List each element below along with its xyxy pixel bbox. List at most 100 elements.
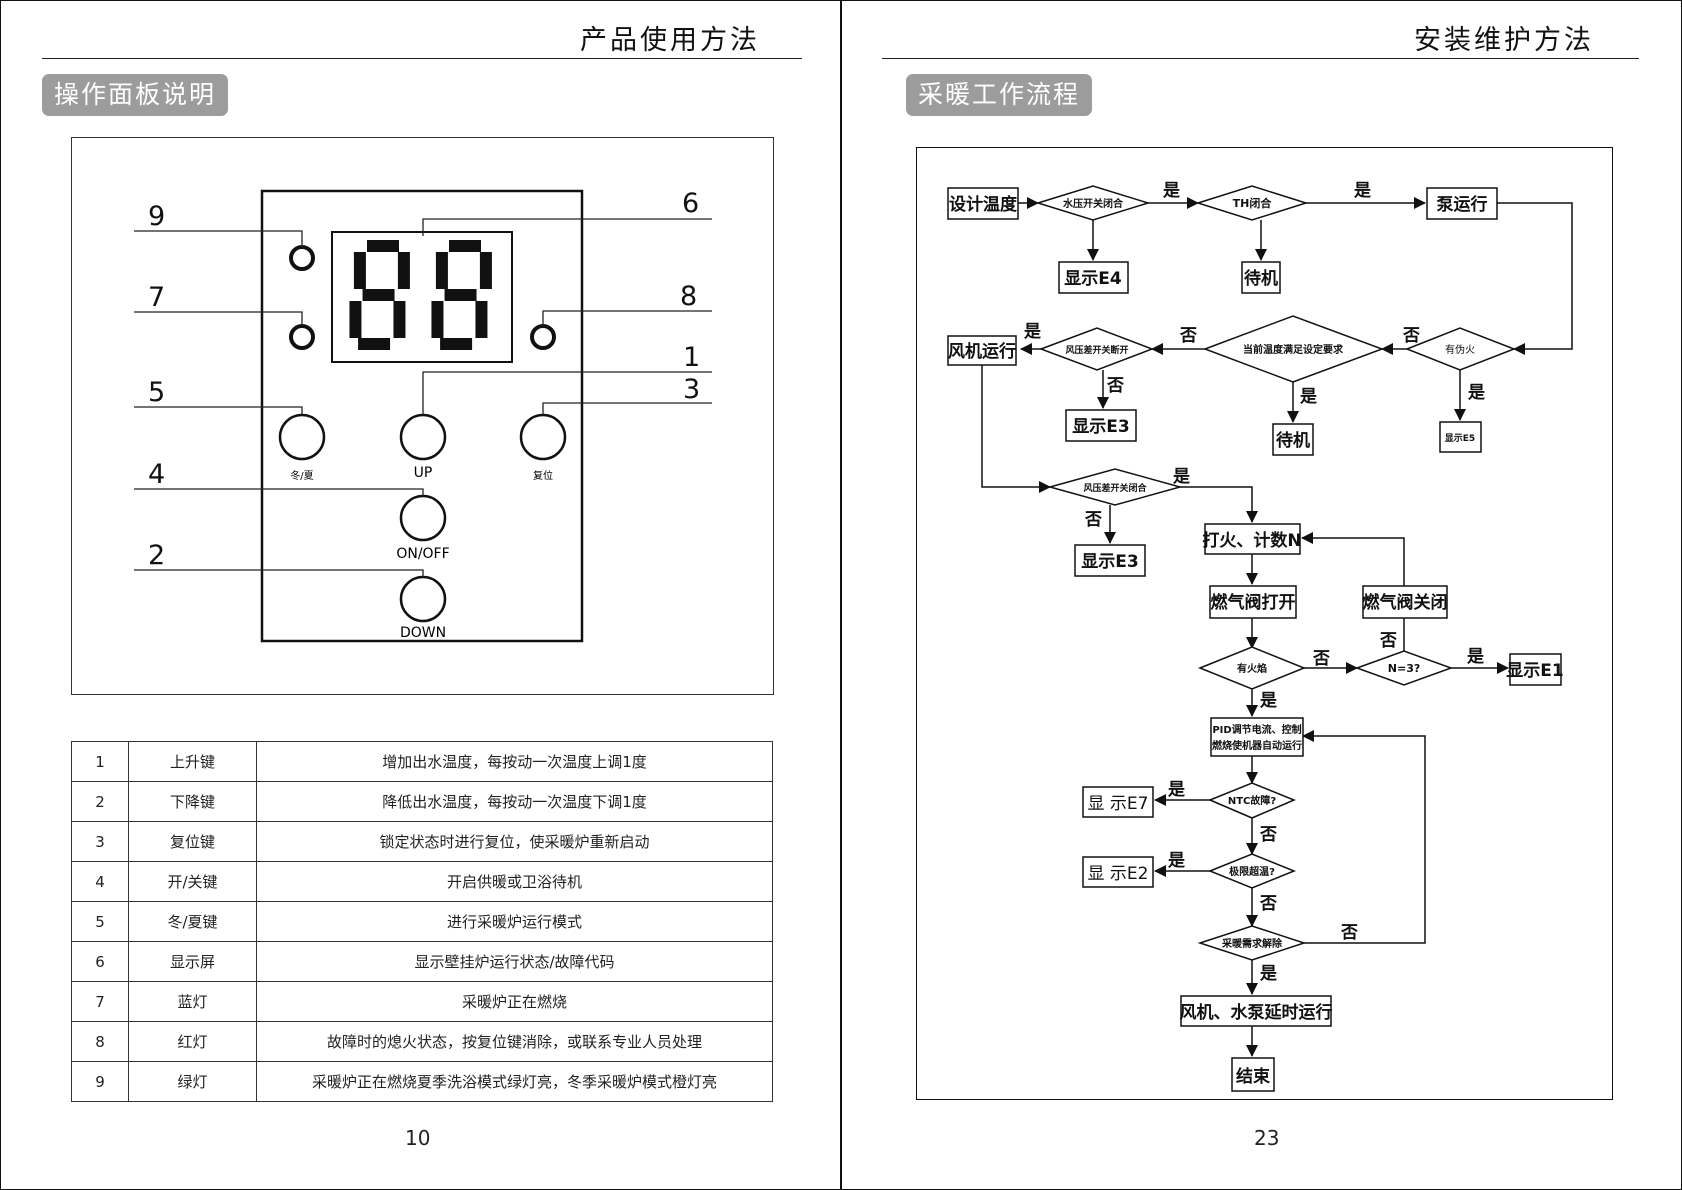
edge-no-7: 否 [1259,825,1277,845]
down-button [399,575,447,623]
key-name: 显示屏 [128,941,257,982]
box-show-e3-b [1074,544,1146,577]
control-panel-diagram-box [71,137,774,695]
text-ntc-fault: NTC故障? [1228,794,1277,807]
right-header-rule [882,58,1639,59]
text-show-e3-b: 显示E3 [1081,552,1138,572]
edge-yes-11: 是 [1260,964,1277,984]
right-page-number: 23 [1254,1126,1280,1150]
edge-no-6: 否 [1379,631,1397,651]
row-number: 2 [71,781,129,822]
decision-temp-ok [1202,315,1385,383]
text-show-e3-a: 显示E3 [1072,417,1129,437]
text-gas-open: 燃气阀打开 [1211,592,1296,613]
key-name: 红灯 [128,1021,257,1062]
text-heat-release: 采暖需求解除 [1221,937,1283,950]
box-delay-run [1180,995,1332,1027]
edge-yes-9: 是 [1168,780,1185,800]
display-segment [362,289,395,301]
key-name: 绿灯 [128,1061,257,1102]
display-segment [358,338,391,350]
decision-fan-diff-closed [1047,468,1183,506]
box-show-e1 [1509,653,1562,686]
spread-divider [840,0,842,1190]
text-temp-ok: 当前温度满足设定要求 [1243,343,1344,356]
box-gas-close [1362,585,1448,619]
decision-ntc-fault [1208,782,1296,819]
text-water-pressure: 水压开关闭合 [1062,197,1124,210]
text-th-closed: TH闭合 [1233,196,1273,210]
box-ignite [1204,523,1301,555]
row-number: 1 [71,741,129,782]
decision-water-pressure [1035,185,1151,221]
key-description: 降低出水温度，每按动一次温度下调1度 [256,781,773,822]
display-segment [349,301,362,338]
key-description: 增加出水温度，每按动一次温度上调1度 [256,741,773,782]
callout-4: 4 [148,459,165,490]
edge-yes-10: 是 [1168,851,1185,871]
key-description: 采暖炉正在燃烧 [256,981,773,1022]
key-description: 锁定状态时进行复位，使采暖炉重新启动 [256,821,773,862]
panel-outline [260,189,584,643]
decision-th-closed [1195,185,1309,221]
text-fan-diff-open: 风压差开关断开 [1065,344,1128,356]
display-segment [449,240,481,252]
callout-leaders [134,218,712,577]
row-number: 8 [71,1021,129,1062]
on-off-label: ON/OFF [396,546,449,562]
flow-edge-labels: 是 是 否 是 否 是 是 否 是 否 否 否 是 是 是 否 是 否 否 是 [1024,181,1485,984]
text-delay-run: 风机、水泵延时运行 [1180,1002,1333,1023]
flow-processes [947,187,1562,1092]
box-pump-run [1426,187,1498,220]
edge-yes-2: 是 [1354,181,1371,201]
edge-no-2: 否 [1179,326,1197,346]
key-name: 冬/夏键 [128,901,257,942]
flow-decisions [1035,185,1517,961]
display-segment [475,301,488,338]
edge-no-1: 否 [1402,326,1420,346]
callout-8: 8 [680,281,697,312]
decision-over-temp [1208,853,1296,889]
text-end: 结束 [1236,1066,1270,1087]
callout-2: 2 [148,540,165,571]
box-fan-run [947,335,1017,366]
row-number: 7 [71,981,129,1022]
heating-flowchart: 设计温度 水压开关闭合 TH闭合 泵运行 显示E4 待机 有伪火 当前温度满足设… [947,181,1573,1092]
edge-yes-8: 是 [1260,691,1277,711]
text-ignite: 打火、计数N [1202,530,1301,551]
key-description: 显示壁挂炉运行状态/故障代码 [256,941,773,982]
text-fan-run: 风机运行 [948,341,1016,362]
key-name: 蓝灯 [128,981,257,1022]
text-over-temp: 极限超温? [1229,865,1275,878]
display-digits [349,240,492,350]
text-standby2: 待机 [1276,430,1310,451]
row-number: 4 [71,861,129,902]
edge-no-5: 否 [1312,649,1330,669]
blue-led [289,324,315,350]
edge-no-9: 否 [1340,923,1358,943]
text-design-temp: 设计温度 [949,194,1018,215]
callout-numbers: 9 7 5 4 2 6 8 1 3 [148,188,700,571]
box-standby2 [1272,423,1314,456]
row-number: 9 [71,1061,129,1102]
edge-no-4: 否 [1084,510,1102,530]
key-name: 开/关键 [128,861,257,902]
box-show-e4 [1058,261,1129,294]
edge-yes-7: 是 [1467,647,1484,667]
reset-label: 复位 [533,469,553,482]
text-has-flame: 有火焰 [1237,662,1267,675]
display-segment [444,289,477,301]
up-label: UP [414,465,433,481]
box-gas-open [1209,585,1297,619]
box-show-e7 [1082,786,1154,818]
callout-7: 7 [148,282,165,313]
display-segment [353,252,366,289]
key-description: 采暖炉正在燃烧夏季洗浴模式绿灯亮，冬季采暖炉模式橙灯亮 [256,1061,773,1102]
left-page-header: 产品使用方法 [580,25,760,56]
callout-1: 1 [683,342,700,373]
callout-3: 3 [683,374,700,405]
